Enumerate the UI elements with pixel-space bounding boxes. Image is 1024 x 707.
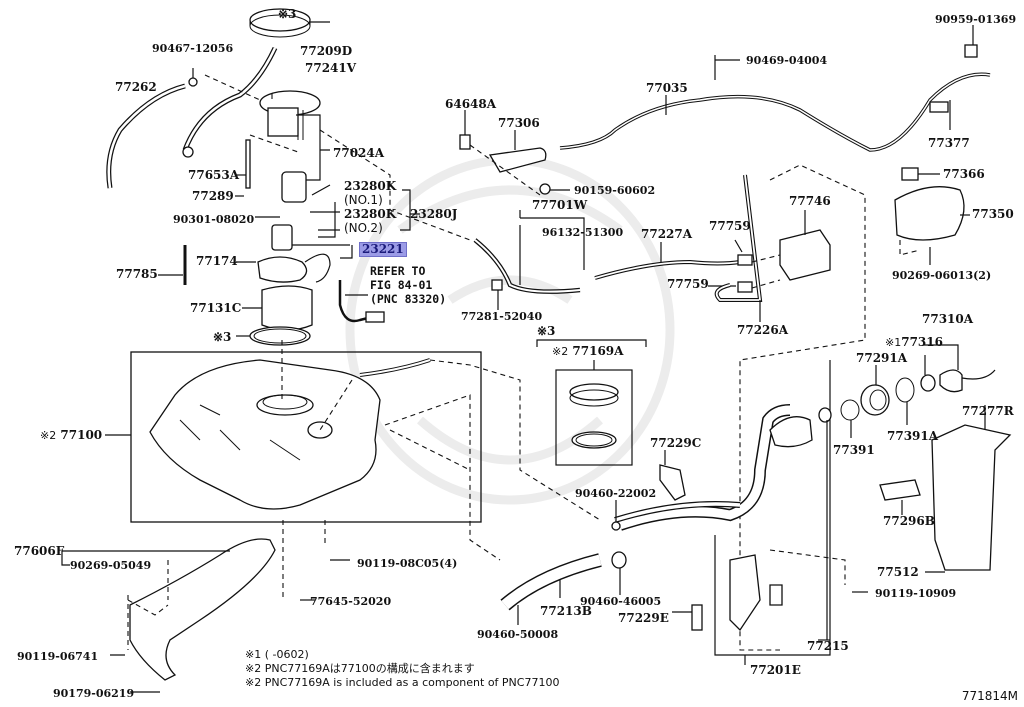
part-77100[interactable]: 77100 — [60, 428, 103, 442]
part-90119-08C05[interactable]: 90119-08C05(4) — [357, 557, 458, 570]
part-77169A-label[interactable]: ※2 77169A — [552, 344, 624, 359]
part-90179-06219[interactable]: 90179-06219 — [53, 687, 135, 700]
part-90119-10909[interactable]: 90119-10909 — [875, 587, 957, 600]
part-77785[interactable]: 77785 — [116, 267, 158, 281]
part-77024A[interactable]: 77024A — [333, 146, 385, 160]
refer-to-fig-note[interactable]: REFER TO FIG 84-01 (PNC 83320) — [370, 264, 446, 306]
part-90159-60602[interactable]: 90159-60602 — [574, 184, 656, 197]
part-77350[interactable]: 77350 — [972, 207, 1014, 221]
figure-id: 771814M — [961, 689, 1018, 703]
part-77759-lower[interactable]: 77759 — [667, 277, 709, 291]
part-77100-label[interactable]: ※2 77100 — [40, 428, 103, 443]
tank-protector — [129, 538, 276, 681]
part-77645-52020[interactable]: 77645-52020 — [310, 595, 392, 608]
part-64648A[interactable]: 64648A — [445, 97, 497, 111]
part-77174[interactable]: 77174 — [196, 254, 238, 268]
part-77281-52040[interactable]: 77281-52040 — [461, 310, 543, 323]
part-77316-label[interactable]: ※177316 — [885, 335, 943, 350]
part-23221-highlighted[interactable]: 23221 — [359, 242, 407, 257]
refer-line1: REFER TO — [370, 264, 426, 278]
part-77316[interactable]: 77316 — [901, 335, 943, 349]
part-90269-06013[interactable]: 90269-06013(2) — [892, 269, 992, 282]
part-90469-04004[interactable]: 90469-04004 — [746, 54, 828, 67]
part-77391A[interactable]: 77391A — [887, 429, 939, 443]
marker-note3-box: ※3 — [537, 324, 556, 338]
refer-line3: (PNC 83320) — [370, 292, 447, 306]
part-23280K-no1[interactable]: 23280K — [344, 179, 397, 193]
part-77229E[interactable]: 77229E — [618, 611, 669, 625]
footnote-1: ※1 ( -0602) — [245, 648, 309, 661]
fuel-tank-frame — [130, 351, 482, 523]
part-90269-05049[interactable]: 90269-05049 — [70, 559, 152, 572]
part-77215[interactable]: 77215 — [807, 639, 849, 653]
part-77701W[interactable]: 77701W — [532, 198, 588, 212]
charcoal-canister — [779, 229, 831, 281]
part-77289[interactable]: 77289 — [192, 189, 234, 203]
part-77035[interactable]: 77035 — [646, 81, 688, 95]
part-77277R[interactable]: 77277R — [962, 404, 1014, 418]
part-90460-50008[interactable]: 90460-50008 — [477, 628, 559, 641]
part-77296B[interactable]: 77296B — [883, 514, 935, 528]
footnote-2-en: ※2 PNC77169A is included as a component … — [245, 676, 560, 689]
part-77310A[interactable]: 77310A — [922, 312, 974, 326]
part-90460-46005[interactable]: 90460-46005 — [580, 595, 662, 608]
part-77229C[interactable]: 77229C — [650, 436, 702, 450]
fuel-tank — [149, 358, 431, 510]
part-90119-06741[interactable]: 90119-06741 — [17, 650, 99, 663]
part-23280K-no1-sub: (NO.1) — [344, 193, 383, 207]
part-23280K-no2[interactable]: 23280K — [344, 207, 397, 221]
marker-note3-gasket: ※3 — [213, 330, 232, 344]
part-77746[interactable]: 77746 — [789, 194, 831, 208]
part-96132-51300[interactable]: 96132-51300 — [542, 226, 624, 239]
marker-note3-top: ※3 — [278, 7, 297, 21]
part-23280K-no2-sub: (NO.2) — [344, 221, 383, 235]
part-77377[interactable]: 77377 — [928, 136, 970, 150]
part-77291A[interactable]: 77291A — [856, 351, 908, 365]
part-77366[interactable]: 77366 — [943, 167, 985, 181]
marker-note1-cap: ※1 — [885, 336, 902, 349]
part-90460-22002[interactable]: 90460-22002 — [575, 487, 657, 500]
footnote-2-jp: ※2 PNC77169Aは77100の構成に含まれます — [245, 662, 475, 675]
part-77759-upper[interactable]: 77759 — [709, 219, 751, 233]
part-77606F[interactable]: 77606F — [14, 544, 65, 558]
part-77262[interactable]: 77262 — [115, 80, 157, 94]
lock-ring-top — [249, 8, 311, 38]
part-77653A[interactable]: 77653A — [188, 168, 240, 182]
part-90959-01369[interactable]: 90959-01369 — [935, 13, 1017, 26]
marker-note2-ring: ※2 — [552, 345, 569, 358]
part-23280J[interactable]: 23280J — [410, 207, 458, 221]
part-77131C[interactable]: 77131C — [190, 301, 242, 315]
part-77512[interactable]: 77512 — [877, 565, 919, 579]
part-77201E[interactable]: 77201E — [750, 663, 801, 677]
refer-line2: FIG 84-01 — [370, 278, 433, 292]
part-77213B[interactable]: 77213B — [540, 604, 592, 618]
part-77391[interactable]: 77391 — [833, 443, 875, 457]
watermark-emblem — [345, 155, 675, 505]
part-77209D[interactable]: 77209D — [300, 44, 353, 58]
part-77169A[interactable]: 77169A — [572, 344, 624, 358]
marker-note2-tank: ※2 — [40, 429, 57, 442]
part-77227A[interactable]: 77227A — [641, 227, 693, 241]
part-90467-12056[interactable]: 90467-12056 — [152, 42, 234, 55]
part-90301-08020[interactable]: 90301-08020 — [173, 213, 255, 226]
part-77306[interactable]: 77306 — [498, 116, 540, 130]
part-77226A[interactable]: 77226A — [737, 323, 789, 337]
part-77241V[interactable]: 77241V — [305, 61, 357, 75]
fuel-pump-module — [249, 90, 321, 153]
